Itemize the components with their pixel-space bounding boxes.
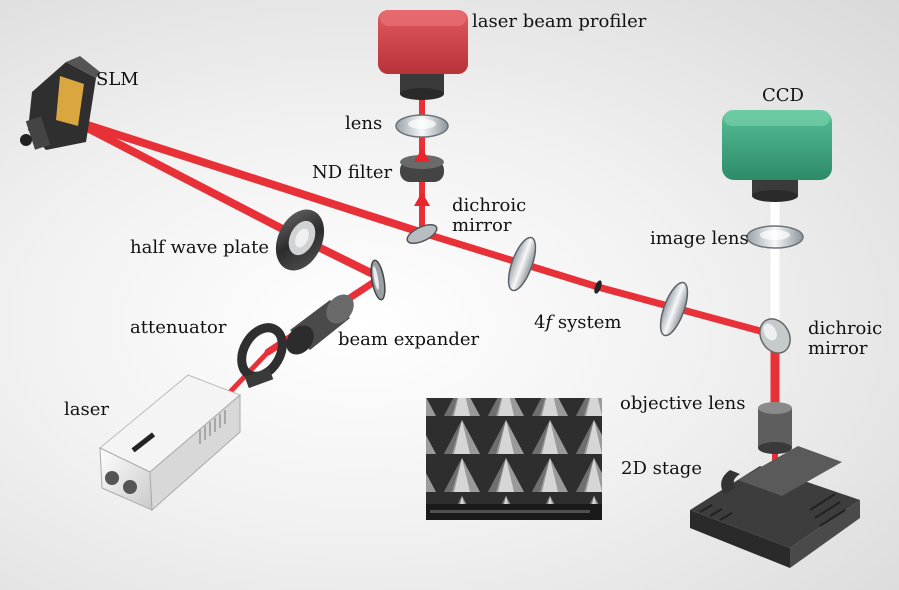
label-ccd: CCD (762, 85, 804, 106)
label-slm: SLM (96, 69, 139, 90)
beam-slm-to-dichroic (68, 116, 424, 236)
label-beam-expander: beam expander (338, 329, 480, 350)
slm-device-icon (20, 56, 100, 150)
4f-pinhole (594, 280, 602, 294)
ccd-camera (722, 110, 832, 202)
label-half-wave-plate: half wave plate (130, 237, 270, 258)
label-4f-number: 4 (534, 312, 546, 333)
label-4f-suffix: system (552, 312, 622, 333)
label-image-lens: image lens (650, 228, 749, 249)
label-dichroic-mirror-1: dichroic mirror (452, 195, 527, 236)
label-4f-italic: f (545, 312, 553, 333)
attenuator (237, 323, 287, 389)
beam-dichroic-to-4f (416, 228, 602, 291)
label-dichroic-mirror-2: dichroic mirror (808, 318, 883, 359)
label-laser: laser (64, 399, 109, 420)
beam-waveplate-to-slm (68, 116, 304, 242)
4f-lens-2 (659, 281, 689, 337)
label-attenuator: attenuator (130, 317, 227, 338)
label-2d-stage: 2D stage (621, 458, 702, 479)
objective-lens (758, 402, 792, 454)
xy-stage-icon (690, 446, 860, 568)
label-lens: lens (345, 113, 383, 134)
microstructure-sem-image (426, 398, 602, 520)
label-objective-lens: objective lens (620, 393, 746, 414)
dichroic-mirror-2 (759, 318, 791, 354)
beam-arrow-up-1 (414, 148, 430, 162)
image-lens (746, 225, 804, 249)
lens-profiler (395, 114, 449, 138)
laser-box-icon (99, 374, 241, 512)
4f-lens-1 (507, 236, 537, 292)
label-4f-system: 4f system (534, 313, 621, 333)
half-wave-plate (275, 209, 325, 271)
label-laser-beam-profiler: laser beam profiler (472, 11, 647, 32)
laser-beam-profiler (378, 10, 468, 100)
label-nd-filter: ND filter (312, 162, 393, 183)
steering-mirror (370, 259, 386, 301)
dichroic-mirror-1 (406, 223, 438, 245)
beam-4f-to-dichroic2 (594, 283, 779, 339)
beam-expander (286, 294, 354, 355)
beam-arrow-up-2 (414, 192, 430, 206)
